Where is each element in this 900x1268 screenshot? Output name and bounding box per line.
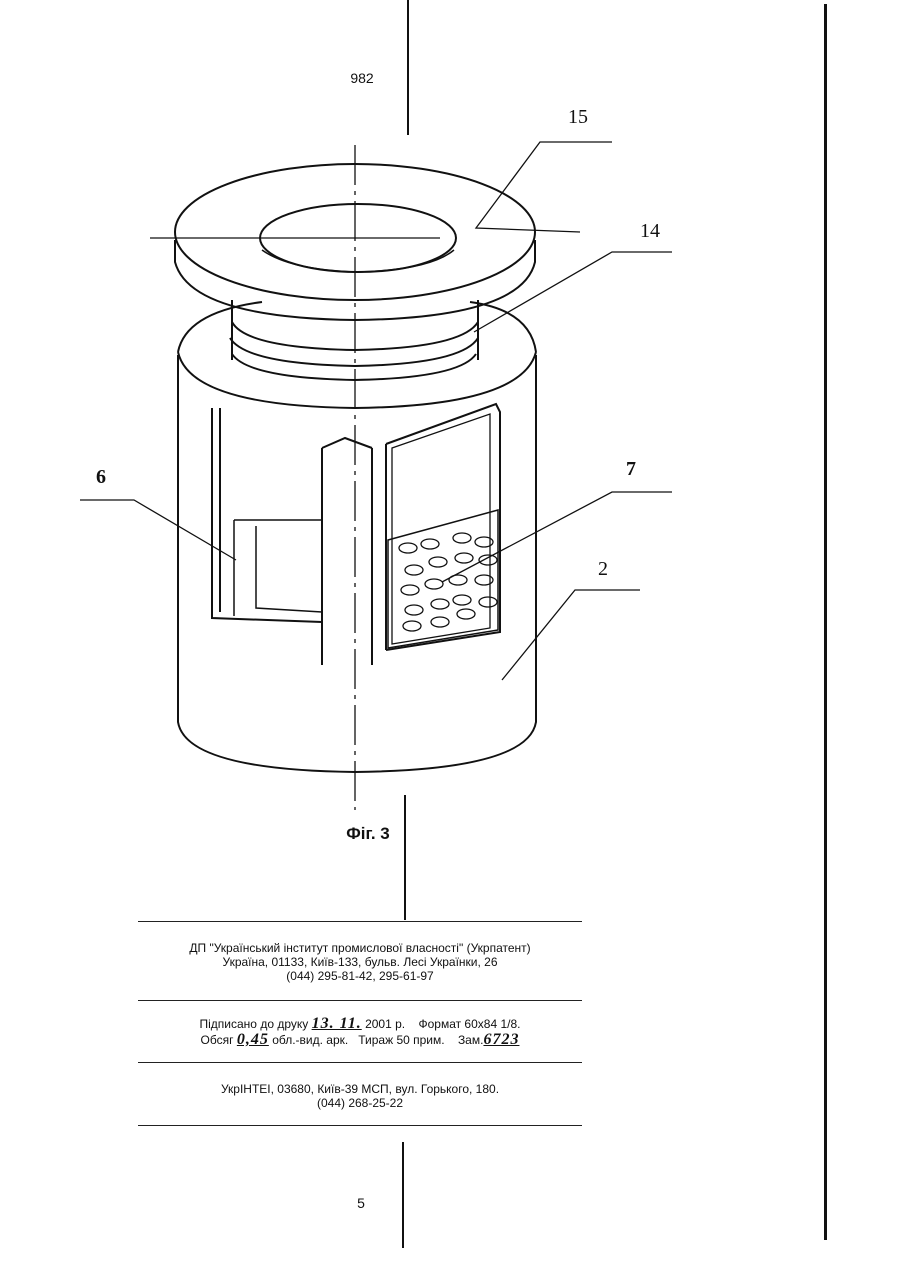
print-details-line-2: Обсяг 0,45 обл.-вид. арк. Тираж 50 прим.… — [138, 1032, 582, 1048]
callout-7: 7 — [626, 458, 636, 481]
volume-unit: обл.-вид. арк. — [272, 1033, 348, 1047]
callout-15: 15 — [568, 106, 588, 129]
order-label: Зам. — [458, 1033, 484, 1047]
print-run: Тираж 50 прим. — [358, 1033, 444, 1047]
rule-3 — [138, 1062, 582, 1063]
rule-4 — [138, 1125, 582, 1126]
leader-2 — [502, 590, 640, 680]
print-details-block: Підписано до друку 13. 11. 2001 р. Форма… — [138, 1016, 582, 1048]
left-inner-window — [234, 520, 322, 616]
callout-6: 6 — [96, 466, 106, 489]
figure-drawing — [0, 0, 900, 820]
rule-1 — [138, 921, 582, 922]
callout-14: 14 — [640, 220, 660, 243]
order-value: 6723 — [483, 1031, 519, 1048]
printer-line-2: (044) 268-25-22 — [138, 1096, 582, 1110]
publisher-line-1: ДП "Український інститут промислової вла… — [138, 941, 582, 955]
flange-inner-depth — [262, 250, 454, 272]
publisher-line-2: Україна, 01133, Київ-133, бульв. Лесі Ук… — [138, 955, 582, 969]
leader-7 — [442, 492, 672, 582]
volume-label: Обсяг — [201, 1033, 234, 1047]
leader-15 — [476, 142, 612, 232]
right-window-outline — [386, 404, 500, 650]
callout-2: 2 — [598, 558, 608, 581]
publisher-line-3: (044) 295-81-42, 295-61-97 — [138, 969, 582, 983]
format-text: Формат 60x84 1/8. — [418, 1017, 520, 1031]
signed-value: 13. 11. — [312, 1015, 362, 1032]
printer-line-1: УкрІНТЕІ, 03680, Київ-39 МСП, вул. Горьк… — [138, 1082, 582, 1096]
signed-year: 2001 р. — [365, 1017, 405, 1031]
left-window-outline — [212, 408, 322, 622]
perforation-holes — [399, 533, 497, 631]
leader-14 — [474, 252, 672, 332]
footer-page-number: 5 — [0, 1195, 722, 1211]
volume-value: 0,45 — [237, 1031, 269, 1048]
printer-block: УкрІНТЕІ, 03680, Київ-39 МСП, вул. Горьк… — [138, 1082, 582, 1110]
print-details-line-1: Підписано до друку 13. 11. 2001 р. Форма… — [138, 1016, 582, 1032]
figure-caption: Фіг. 3 — [0, 824, 736, 844]
rule-2 — [138, 1000, 582, 1001]
center-slot — [322, 438, 372, 665]
publisher-block: ДП "Український інститут промислової вла… — [138, 941, 582, 983]
signed-label: Підписано до друку — [200, 1017, 309, 1031]
